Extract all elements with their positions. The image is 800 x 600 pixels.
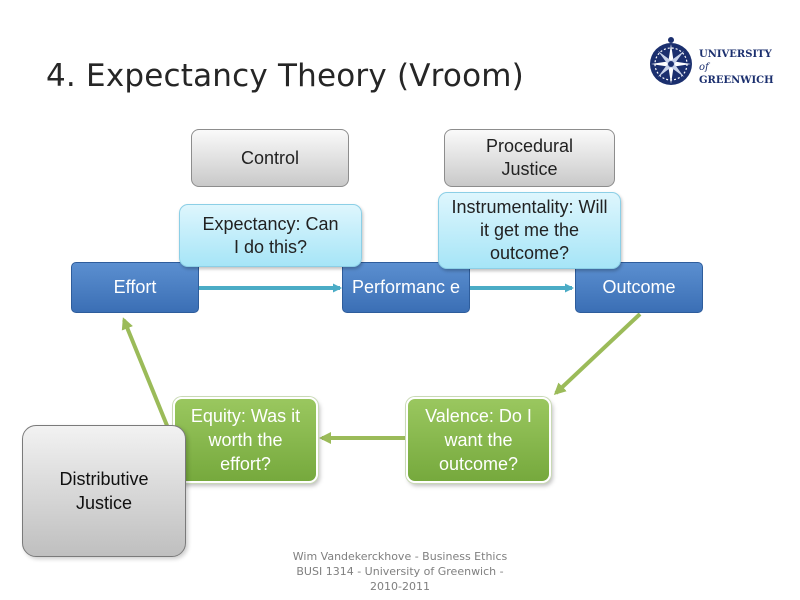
logo-line-of: of (699, 62, 709, 73)
valence-box: Valence: Do I want the outcome? (406, 397, 551, 483)
logo-wordmark: UNIVERSITY of GREENWICH (699, 48, 774, 87)
procedural-justice-box: Procedural Justice (444, 129, 615, 187)
slide-title: 4. Expectancy Theory (Vroom) (46, 58, 524, 94)
footer-text: Wim Vandekerckhove - Business Ethics BUS… (270, 549, 530, 594)
equity-box: Equity: Was it worth the effort? (173, 397, 318, 483)
university-logo: UNIVERSITY of GREENWICH (647, 34, 777, 90)
control-box: Control (191, 129, 349, 187)
footer-line-1: Wim Vandekerckhove - Business Ethics (292, 550, 508, 563)
distributive-justice-box: Distributive Justice (22, 425, 186, 557)
compass-rose-icon (650, 37, 692, 85)
effort-box: Effort (71, 262, 199, 313)
logo-line-greenwich: GREENWICH (699, 75, 774, 86)
footer-line-2: BUSI 1314 - University of Greenwich - (296, 565, 504, 578)
expectancy-box: Expectancy: Can I do this? (179, 204, 362, 267)
logo-line-university: UNIVERSITY (699, 49, 772, 60)
performance-box: Performanc e (342, 262, 470, 313)
footer-line-3: 2010-2011 (370, 580, 430, 593)
arrow-outcome-to-valence (553, 312, 642, 396)
outcome-box: Outcome (575, 262, 703, 313)
arrow-equity-to-effort (121, 317, 170, 429)
instrumentality-box: Instrumentality: Will it get me the outc… (438, 192, 621, 269)
